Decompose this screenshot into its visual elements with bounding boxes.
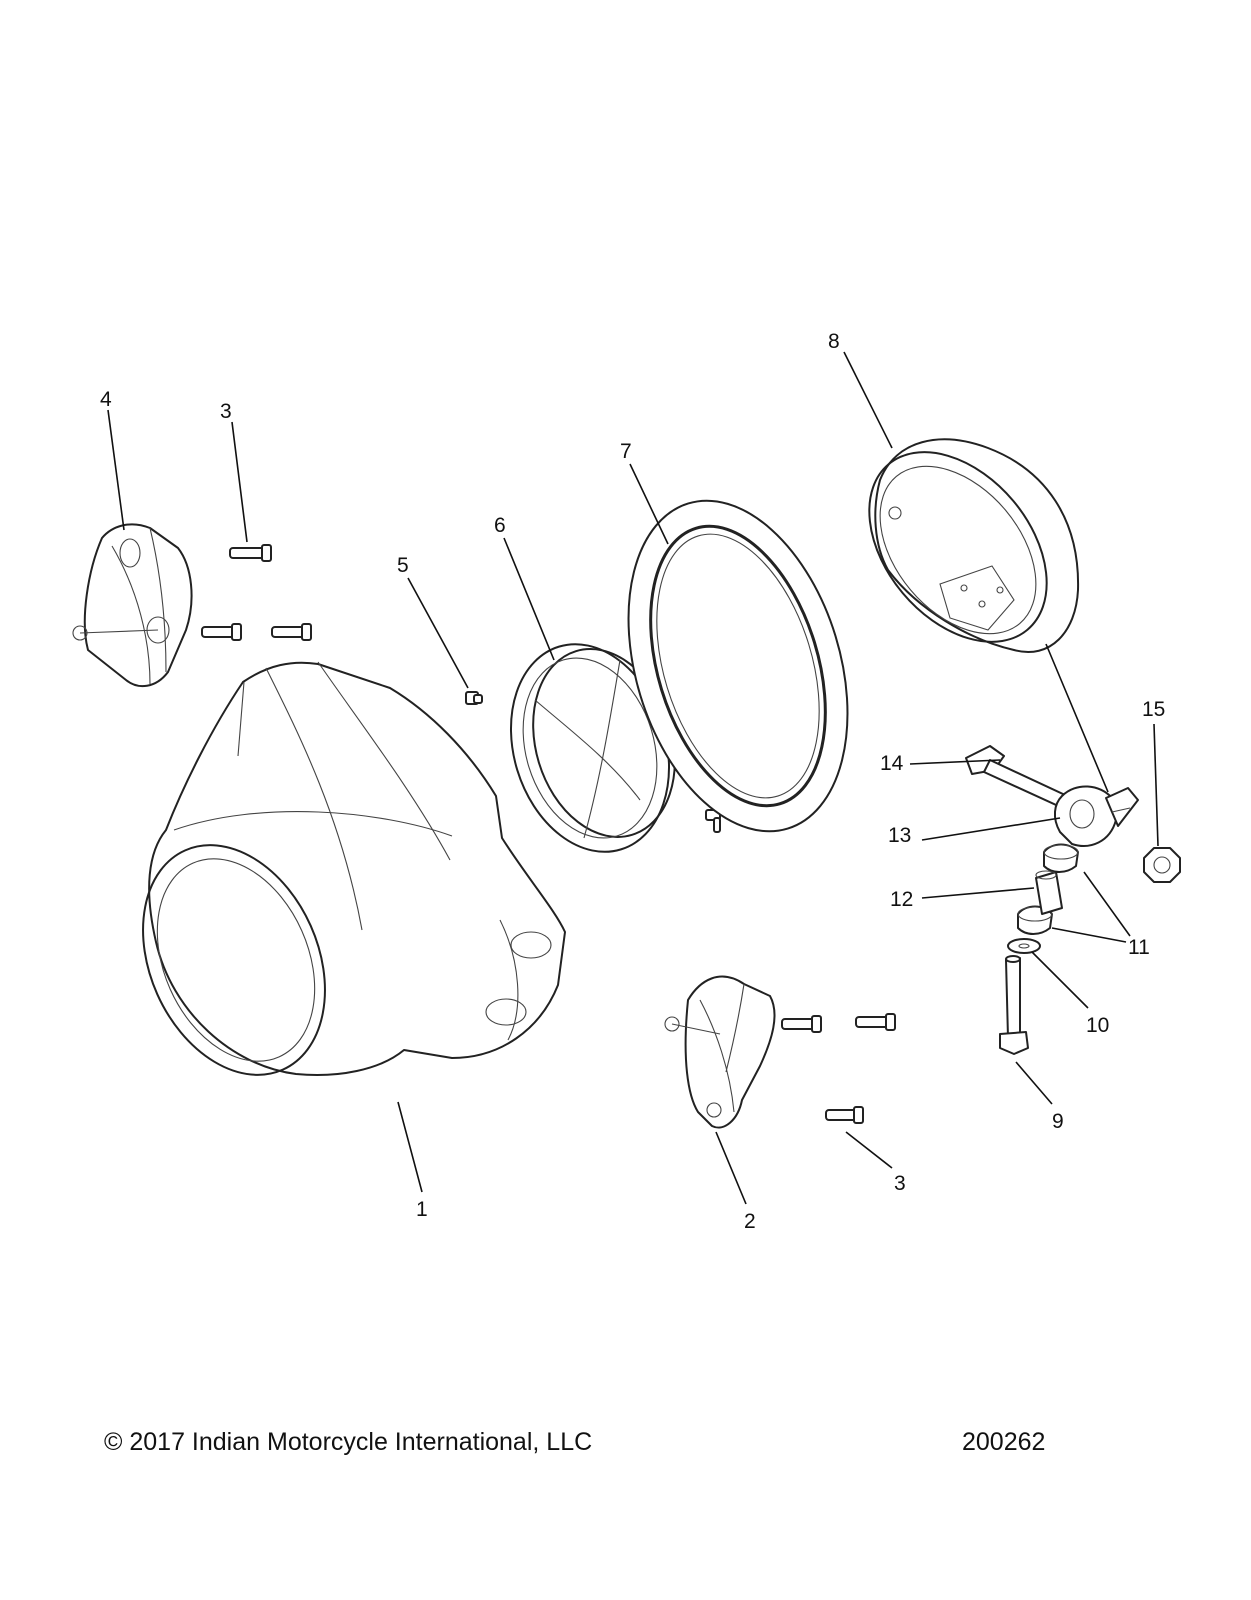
part-screw-small bbox=[465, 691, 483, 705]
callout-11: 11 bbox=[1128, 936, 1150, 959]
callout-1: 1 bbox=[416, 1198, 428, 1221]
part-left-bracket bbox=[72, 523, 193, 688]
part-clamp bbox=[1054, 785, 1139, 847]
callout-4: 4 bbox=[100, 388, 112, 411]
callout-14: 14 bbox=[880, 752, 904, 775]
callout-labels: 1 2 3 3 4 5 6 7 8 9 10 11 12 13 14 15 bbox=[100, 330, 1165, 1233]
callout-7: 7 bbox=[620, 440, 632, 463]
part-headlight-nacelle bbox=[142, 661, 566, 1076]
callout-15: 15 bbox=[1142, 698, 1165, 721]
callout-13: 13 bbox=[888, 824, 911, 847]
callout-5: 5 bbox=[397, 554, 409, 577]
callout-3-bottom: 3 bbox=[894, 1172, 906, 1195]
callout-9: 9 bbox=[1052, 1110, 1064, 1133]
part-headlight-bucket bbox=[868, 438, 1080, 653]
callout-6: 6 bbox=[494, 514, 506, 537]
part-right-bracket bbox=[664, 975, 776, 1129]
callout-2: 2 bbox=[744, 1210, 756, 1233]
callout-3-top: 3 bbox=[220, 400, 232, 423]
copyright-notice: © 2017 Indian Motorcycle International, … bbox=[104, 1428, 593, 1456]
part-bolts bbox=[201, 544, 896, 1124]
part-nut bbox=[1143, 847, 1181, 883]
part-headlamp bbox=[509, 643, 721, 853]
part-washer bbox=[1007, 938, 1041, 954]
callout-12: 12 bbox=[890, 888, 913, 911]
part-spacer bbox=[1035, 870, 1063, 915]
leader-lines bbox=[107, 351, 1159, 1205]
callout-10: 10 bbox=[1086, 1014, 1109, 1037]
figure-number: 200262 bbox=[962, 1428, 1046, 1456]
callout-8: 8 bbox=[828, 330, 840, 353]
part-trim-ring bbox=[627, 499, 849, 833]
part-vertical-bolt bbox=[999, 955, 1029, 1055]
